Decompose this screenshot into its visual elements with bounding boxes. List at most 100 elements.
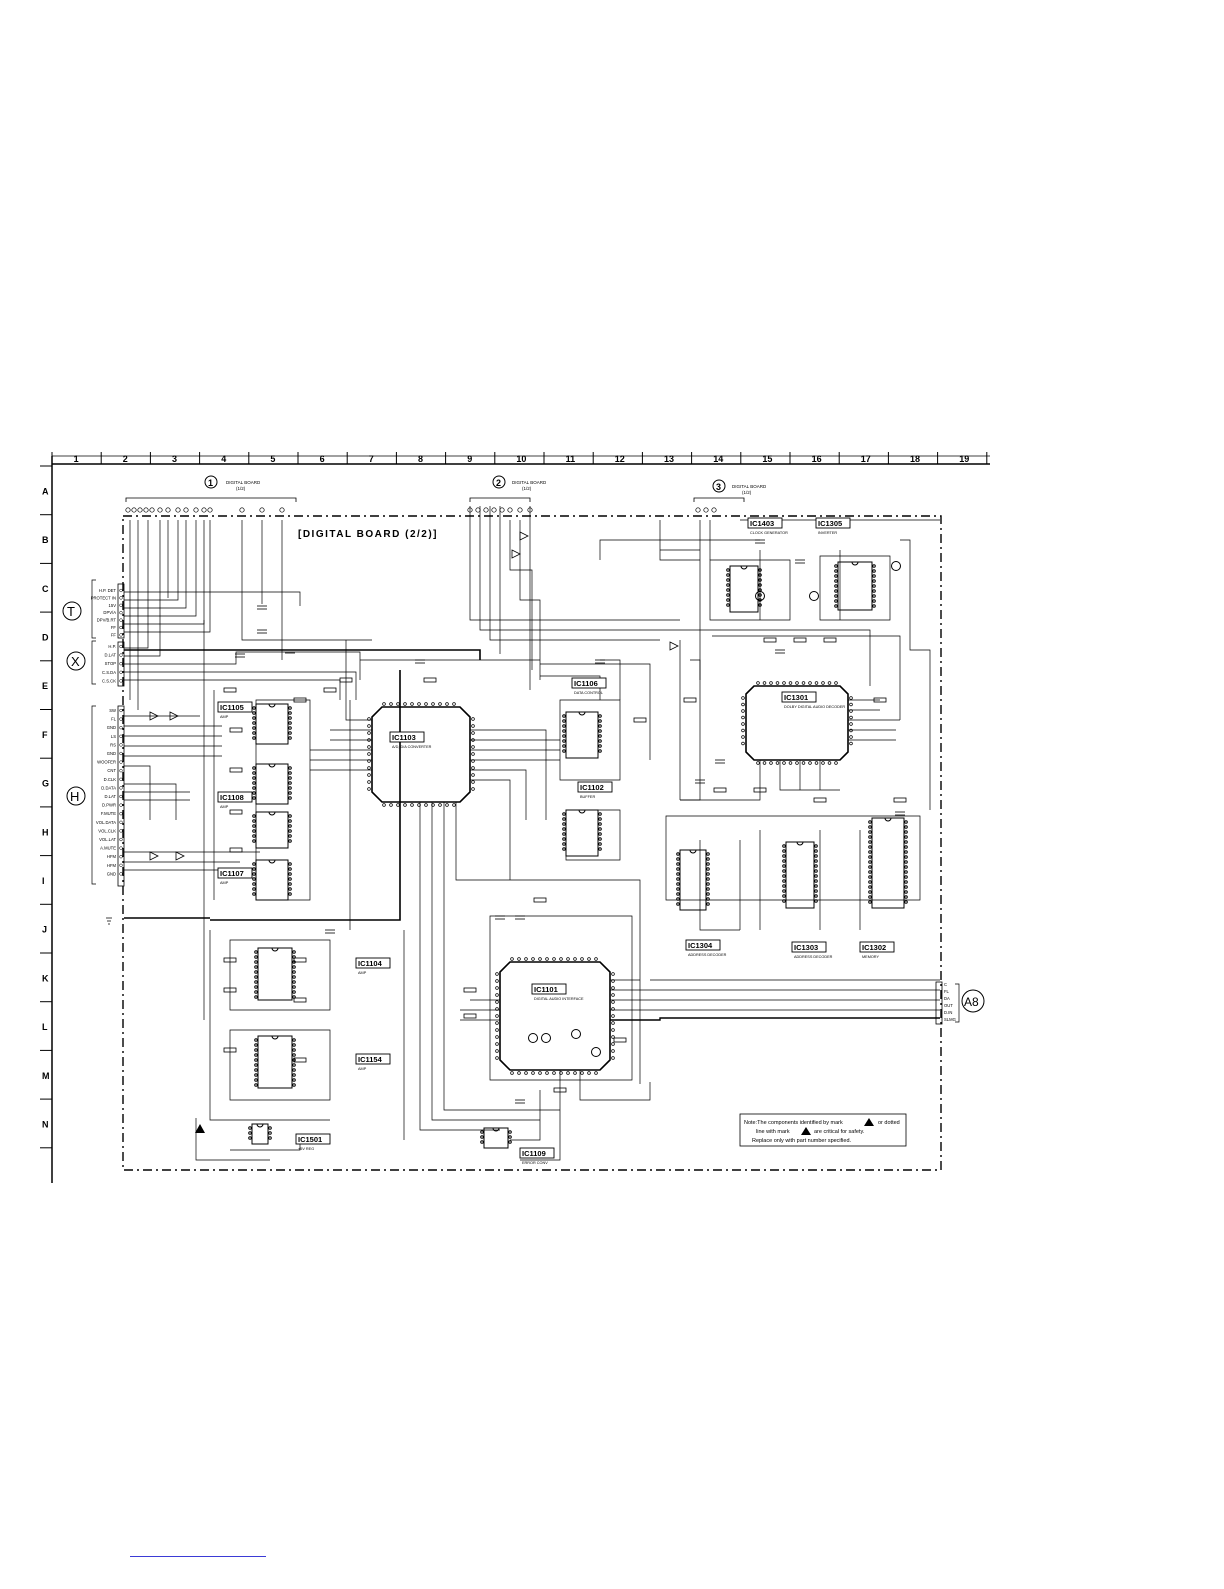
ic-pins xyxy=(367,681,853,1075)
note-line-1: Note:The components identified by mark xyxy=(744,1120,843,1126)
connector-pin-label: 15V xyxy=(109,603,117,608)
svg-text:AMP: AMP xyxy=(220,881,229,885)
small-components xyxy=(149,531,907,1104)
ic1103-chip xyxy=(371,706,471,803)
column-label: 13 xyxy=(664,454,674,464)
connector-pin-label: STOP xyxy=(105,661,117,666)
connector-pin-label: C.S.DA xyxy=(102,670,116,675)
column-label: 7 xyxy=(369,454,374,464)
connector-3-id: 3 xyxy=(716,482,721,492)
svg-text:X: X xyxy=(71,654,80,669)
column-label: 17 xyxy=(861,454,871,464)
ic1301-chip xyxy=(745,685,849,761)
connector-pin-label: D.LAT xyxy=(104,653,116,658)
connector-pin-label: SLMG xyxy=(944,1017,956,1022)
connector-pin-label: PROTECT IN xyxy=(91,595,116,600)
row-label: K xyxy=(42,973,49,983)
connector-pin-label: F.MUTE xyxy=(101,811,116,816)
svg-text:A8: A8 xyxy=(964,995,979,1009)
footer-rule xyxy=(130,1556,266,1557)
connector-pin-label: HFM xyxy=(107,854,117,859)
column-label: 11 xyxy=(566,454,576,464)
row-label: C xyxy=(42,584,49,594)
connector-2: 2 DIGITAL BOARD (1/2) xyxy=(469,475,547,502)
safety-note: Note:The components identified by mark o… xyxy=(739,1113,907,1147)
connector-pin-label: GND xyxy=(107,725,116,730)
connector-pin-label: LS xyxy=(111,734,116,739)
column-label: 9 xyxy=(467,454,472,464)
row-label: A xyxy=(42,486,49,496)
connector-pin-label: GND xyxy=(107,751,116,756)
connector-pin-label: VOL.DATA xyxy=(96,820,116,825)
svg-text:IC1302: IC1302 xyxy=(862,943,886,952)
connector-1-sub: (1/2) xyxy=(236,486,246,491)
svg-text:IC1304: IC1304 xyxy=(688,941,713,950)
connector-T: T xyxy=(62,579,96,639)
svg-text:IC1105: IC1105 xyxy=(220,703,244,712)
column-label: 16 xyxy=(812,454,822,464)
svg-text:IC1109: IC1109 xyxy=(522,1149,546,1158)
connector-1-label: DIGITAL BOARD xyxy=(226,480,261,485)
connector-3-label: DIGITAL BOARD xyxy=(732,484,767,489)
column-label: 1 xyxy=(74,454,79,464)
svg-text:IC1303: IC1303 xyxy=(794,943,818,952)
svg-text:IC1103: IC1103 xyxy=(392,733,416,742)
svg-text:IC1106: IC1106 xyxy=(574,679,598,688)
connector-A8: A8 xyxy=(955,983,985,1023)
ic1101-chip xyxy=(499,961,611,1071)
column-label: 19 xyxy=(959,454,969,464)
connector-pin-label: DPV/A xyxy=(103,610,116,615)
connector-pin-label: C xyxy=(944,982,947,987)
row-label: N xyxy=(42,1119,49,1129)
svg-text:IC1403: IC1403 xyxy=(750,519,774,528)
column-label: 8 xyxy=(418,454,423,464)
svg-text:IC1108: IC1108 xyxy=(220,793,244,802)
svg-text:BUFFER: BUFFER xyxy=(580,795,595,799)
connector-pin-label: DA xyxy=(944,996,950,1001)
svg-text:DOLBY DIGITAL AUDIO DECODER: DOLBY DIGITAL AUDIO DECODER xyxy=(784,705,845,709)
note-line-1-tail: or dotted xyxy=(878,1120,900,1126)
svg-text:DIGITAL AUDIO INTERFACE: DIGITAL AUDIO INTERFACE xyxy=(534,997,584,1001)
svg-text:AMP: AMP xyxy=(358,971,367,975)
svg-text:IC1101: IC1101 xyxy=(534,985,558,994)
svg-text:IC1107: IC1107 xyxy=(220,869,244,878)
warning-triangle-icon xyxy=(195,1124,205,1133)
row-label: M xyxy=(42,1071,50,1081)
grid-frame xyxy=(51,455,990,1183)
row-label: L xyxy=(42,1022,48,1032)
column-label: 14 xyxy=(713,454,723,464)
connector-3-sub: (1/2) xyxy=(742,490,752,495)
svg-text:T: T xyxy=(67,604,75,619)
svg-text:IC1154: IC1154 xyxy=(358,1055,383,1064)
row-label: B xyxy=(42,535,49,545)
connector-pin-label: D.LAT xyxy=(104,794,116,799)
svg-text:+5V REG: +5V REG xyxy=(298,1147,314,1151)
column-label: 3 xyxy=(172,454,177,464)
connector-pin-label: RS xyxy=(110,742,116,747)
warning-triangle-icon xyxy=(801,1127,811,1135)
row-label: I xyxy=(42,876,45,886)
connector-pin-label: FF xyxy=(111,632,117,637)
connector-pin-label: VOL.CLK xyxy=(98,828,116,833)
connector-pin-label: CNT xyxy=(107,768,116,773)
wiring xyxy=(124,506,940,1161)
connector-pin-label: HFM xyxy=(107,863,117,868)
connector-X: X xyxy=(66,640,96,685)
svg-text:IC1305: IC1305 xyxy=(818,519,842,528)
column-label: 10 xyxy=(516,454,526,464)
row-ticks xyxy=(40,465,52,1149)
svg-text:ADDRESS DECODER: ADDRESS DECODER xyxy=(688,953,727,957)
svg-text:INVERTER: INVERTER xyxy=(818,531,837,535)
